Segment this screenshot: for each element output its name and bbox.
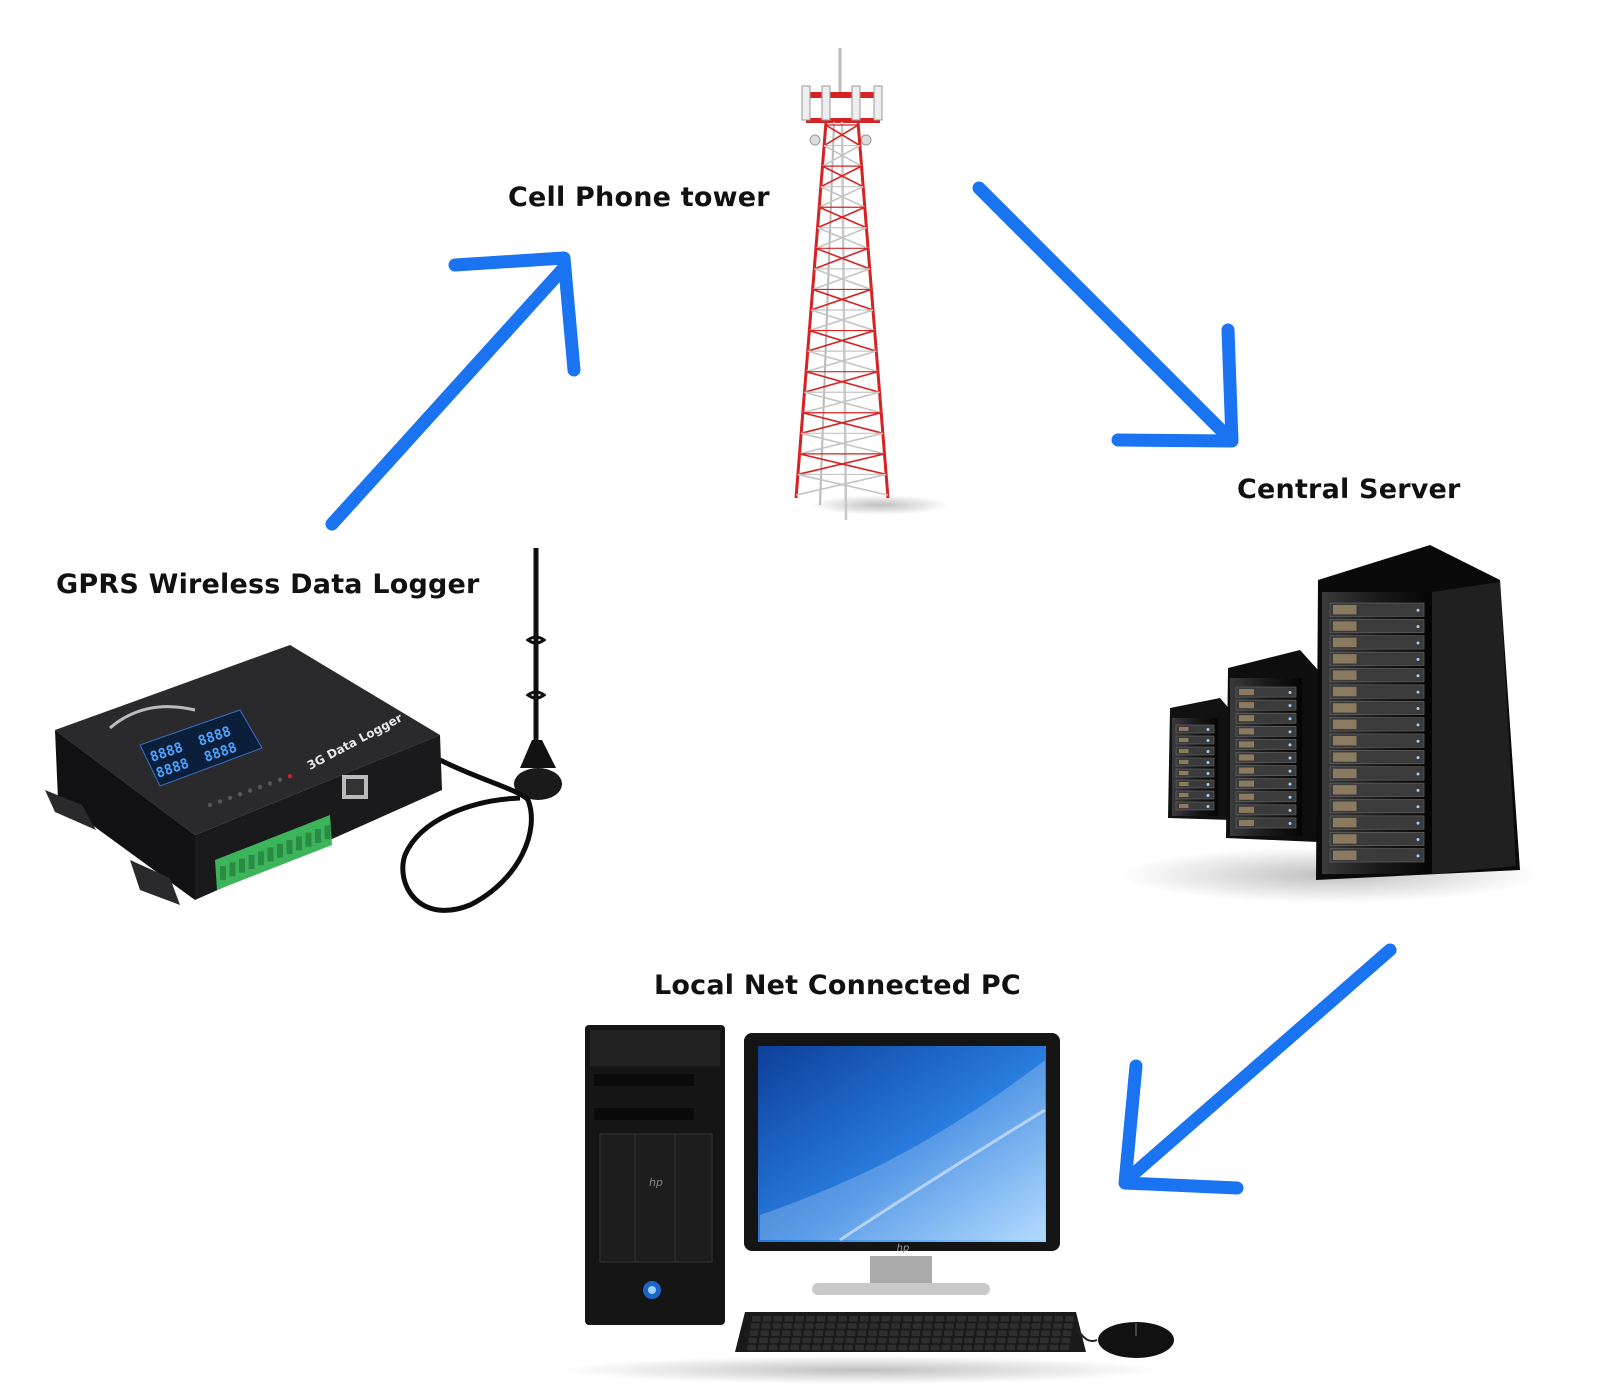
pc-tower-brand: hp bbox=[649, 1176, 663, 1189]
pc-label: Local Net Connected PC bbox=[654, 970, 1021, 1001]
pc-monitor-brand: hp bbox=[897, 1243, 910, 1254]
tower-label: Cell Phone tower bbox=[508, 182, 770, 213]
server-racks-icon bbox=[1120, 545, 1540, 903]
server-label: Central Server bbox=[1237, 474, 1461, 505]
arrow-logger-to-tower bbox=[325, 251, 581, 531]
arrow-tower-to-server bbox=[972, 181, 1239, 448]
desktop-computer-icon: hp hp bbox=[560, 1025, 1174, 1384]
logger-label: GPRS Wireless Data Logger bbox=[56, 569, 480, 600]
arrow-server-to-pc bbox=[1118, 943, 1397, 1195]
cell-tower-icon bbox=[794, 48, 950, 521]
data-logger-device-icon: 8888 8888 8888 8888 3G Data Logger bbox=[45, 548, 562, 913]
